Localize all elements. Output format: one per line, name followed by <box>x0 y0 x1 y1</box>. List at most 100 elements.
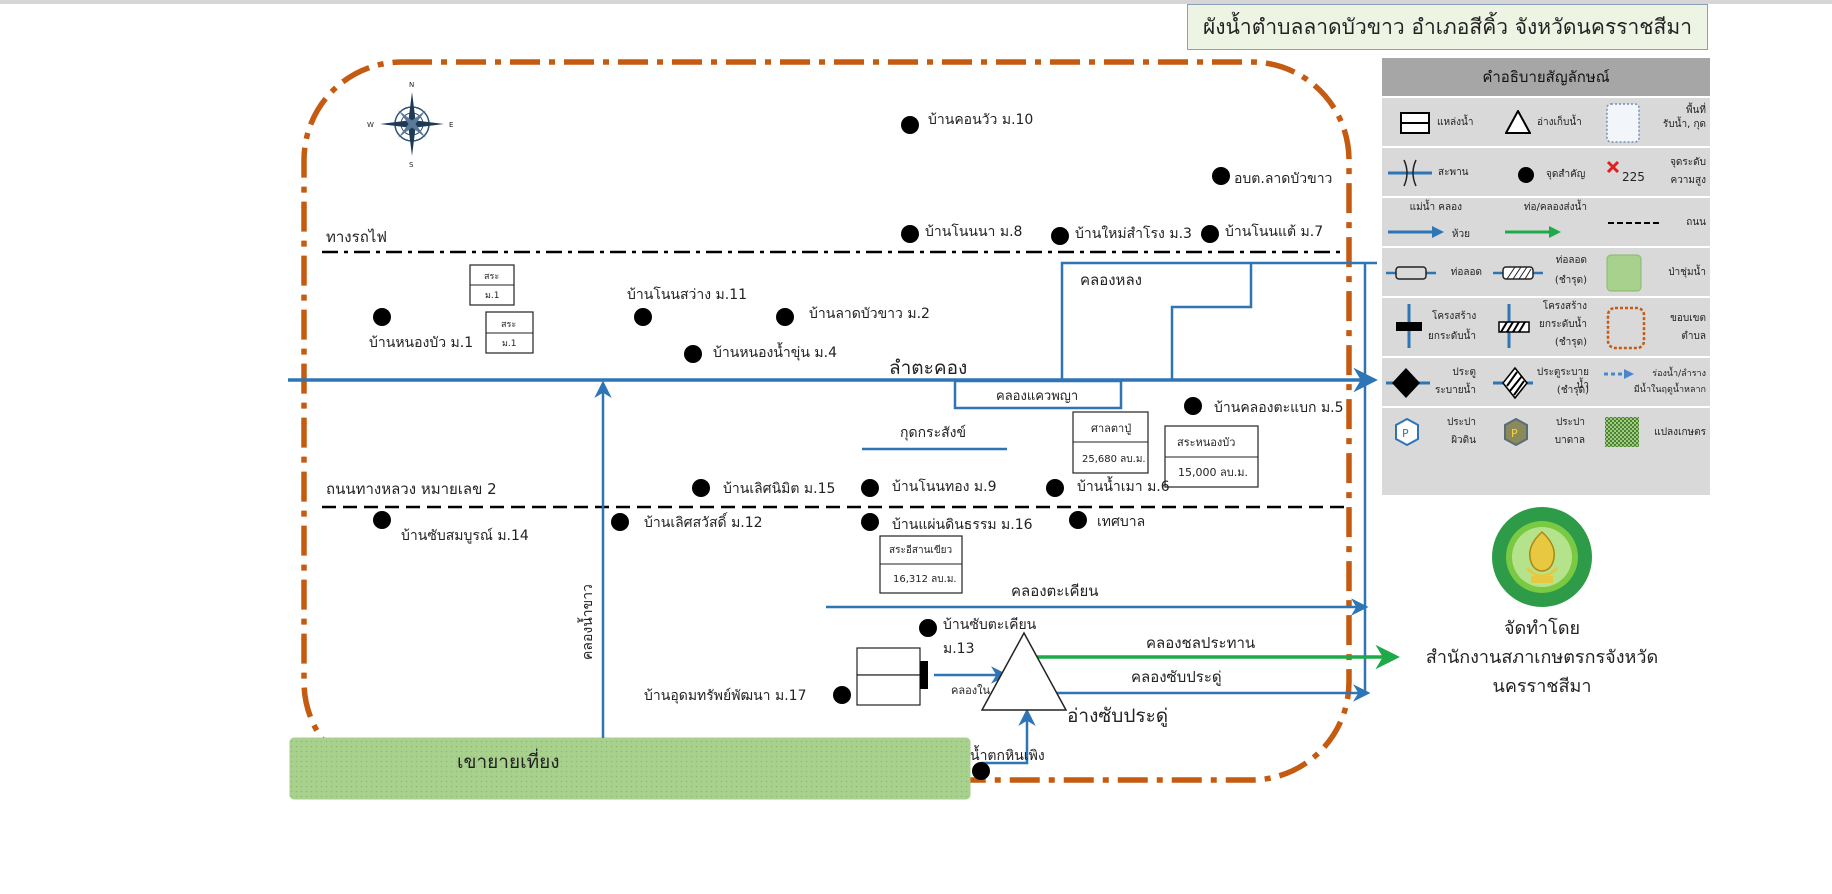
khlong-khwae-phaya-label: คลองแควพญา <box>996 389 1078 404</box>
village-label: บ้านคลองตะแบก ม.5 <box>1214 400 1344 416</box>
legend-label: โครงสร้าง <box>1432 311 1477 322</box>
legend-item: แปลงเกษตร <box>1600 408 1709 458</box>
legend-item: ขอบเขต ตำบล <box>1600 298 1709 350</box>
village-label: น้ำตกหินเพิง <box>970 745 1045 764</box>
pond-sub: ม.1 <box>485 291 500 301</box>
village-point <box>901 225 919 243</box>
village-label: บ้านหนองบัว ม.1 <box>369 335 473 351</box>
key-point-icon <box>1518 167 1534 183</box>
legend-label: อ่างเก็บน้ำ <box>1537 117 1582 128</box>
village-label: บ้านโนนทอง ม.9 <box>892 478 997 495</box>
legend-label: พื้นที่ <box>1685 105 1706 116</box>
village-label: บ้านโนนแต้ ม.7 <box>1225 223 1323 240</box>
reservoir-icon <box>1505 110 1531 134</box>
khlong-long-branch <box>1170 263 1253 380</box>
village-point <box>919 619 937 637</box>
khlong-sap-pradu-label: คลองซับประดู่ <box>1131 668 1222 686</box>
legend-item: ถนน <box>1600 198 1709 248</box>
culvert-icon <box>1386 266 1436 280</box>
lam-ta-khong-label: ลำตะคอง <box>889 357 967 379</box>
legend-row: แหล่งน้ำ อ่างเก็บน้ำ พื้นที่ รับน้ำ, กุด <box>1382 96 1710 148</box>
legend-item: ประตู ระบายน้ำ <box>1382 358 1491 408</box>
legend-label: โครงสร้าง <box>1542 301 1587 312</box>
legend-label: แม่น้ำ คลอง <box>1409 202 1462 213</box>
village-point <box>861 513 879 531</box>
village-label: บ้านคอนวัว ม.10 <box>928 112 1033 128</box>
compass-w: W <box>367 121 374 129</box>
legend-item: ร่องน้ำ/ลำราง มีน้ำในฤดูน้ำหลาก <box>1600 358 1709 408</box>
damaged-sluice-gate-icon <box>1493 366 1533 400</box>
legend-label: ระบายน้ำ <box>1434 385 1476 396</box>
village-point <box>1046 479 1064 497</box>
village-point <box>1051 227 1069 245</box>
legend-label: แปลงเกษตร <box>1654 427 1706 438</box>
village-point <box>1069 511 1087 529</box>
legend-label: ถนน <box>1686 217 1706 228</box>
village-point <box>684 345 702 363</box>
sluice-gate-icon <box>1386 368 1430 398</box>
village-label: บ้านซับตะเคียน <box>943 617 1037 633</box>
legend-row: สะพาน จุดสำคัญ 225 จุดระดับ ความสูง <box>1382 146 1710 198</box>
village-label: บ้านแผ่นดินธรรม ม.16 <box>892 517 1033 533</box>
mountain-area <box>289 737 971 800</box>
legend-item: P ประปา ผิวดิน <box>1382 408 1491 458</box>
village-label: บ้านลาดบัวขาว ม.2 <box>809 306 930 322</box>
legend-item: ท่อ/คลองส่งน้ำ <box>1491 198 1600 248</box>
pond-name: ศาลตาปู่ <box>1091 422 1131 435</box>
pond-name: สระ <box>484 272 499 282</box>
village-point <box>861 479 879 497</box>
water-body-icon <box>1400 112 1430 134</box>
legend-label: แหล่งน้ำ <box>1437 117 1474 128</box>
legend-row: ท่อลอด ท่อลอด (ชำรุด) ป่าชุ่มน้ำ <box>1382 246 1710 298</box>
surface-waterworks-icon: P <box>1395 418 1419 446</box>
legend-label: ยกระดับน้ำ <box>1539 319 1587 330</box>
village-label: บ้านโนนนา ม.8 <box>925 223 1022 240</box>
village-point <box>972 762 990 780</box>
legend-label: ขอบเขต <box>1670 313 1706 324</box>
pond-sub: ม.1 <box>502 339 517 349</box>
legend-label: ท่อลอด <box>1555 255 1587 266</box>
village-label: บ้านน้ำเมา ม.6 <box>1077 476 1170 495</box>
pond-sub: 25,680 ลบ.ม. <box>1082 454 1146 465</box>
legend-item: ท่อลอด (ชำรุด) <box>1491 248 1600 298</box>
khlong-nai-label: คลองใน <box>951 684 990 697</box>
village-point <box>692 479 710 497</box>
flood-path-icon <box>1604 369 1634 379</box>
village-point <box>1212 167 1230 185</box>
village-point <box>901 116 919 134</box>
road-line-icon <box>1608 222 1660 224</box>
legend-label: (ชำรุด) <box>1554 337 1587 348</box>
elevation-point-icon <box>1606 160 1620 174</box>
legend-label: มีน้ำในฤดูน้ำหลาก <box>1633 385 1706 395</box>
legend-label: ตำบล <box>1681 331 1706 342</box>
subdistrict-boundary <box>301 59 1352 783</box>
sap-pradu-reservoir <box>980 631 1068 711</box>
legend-header-text: คำอธิบายสัญลักษณ์ <box>1482 68 1610 86</box>
village-point <box>634 308 652 326</box>
sluice-gate-bar <box>920 661 928 689</box>
legend-row: ประตู ระบายน้ำ ประตูระบายน้ำ (ชำรุด) ร่อ… <box>1382 356 1710 408</box>
khlong-ta-khian-label: คลองตะเคียน <box>1011 582 1099 600</box>
compass-s: S <box>409 161 414 169</box>
legend-label: ประปา <box>1446 417 1476 428</box>
credit-block: จัดทำโดย สำนักงานสภาเกษตรกรจังหวัด นครรา… <box>1412 614 1672 701</box>
pond-sub: 15,000 ลบ.ม. <box>1178 466 1248 479</box>
legend-item: อ่างเก็บน้ำ <box>1491 98 1600 148</box>
sluice-structure-top <box>856 647 921 676</box>
damaged-flow-structure-icon <box>1498 304 1530 348</box>
highway-label: ถนนทางหลวง หมายเลข 2 <box>326 480 497 498</box>
bridge-icon <box>1388 159 1432 187</box>
legend-item: จุดสำคัญ <box>1491 148 1600 198</box>
elevation-value: 225 <box>1622 170 1645 184</box>
legend-label: ห้วย <box>1451 229 1470 240</box>
wetland-icon <box>1606 254 1642 292</box>
village-label: เทศบาล <box>1097 514 1145 530</box>
legend-label: รับน้ำ, กุด <box>1662 119 1706 130</box>
legend-label: (ชำรุด) <box>1554 275 1587 286</box>
credit-line: สำนักงานสภาเกษตรกรจังหวัด <box>1425 647 1659 668</box>
village-label: บ้านซับสมบูรณ์ ม.14 <box>401 527 529 544</box>
khlong-khwae-phaya-canal <box>953 379 1123 410</box>
legend-item: โครงสร้าง ยกระดับน้ำ (ชำรุด) <box>1491 298 1600 348</box>
village-label: อบต.ลาดบัวขาว <box>1234 171 1332 187</box>
legend-label: (ชำรุด) <box>1556 385 1589 396</box>
